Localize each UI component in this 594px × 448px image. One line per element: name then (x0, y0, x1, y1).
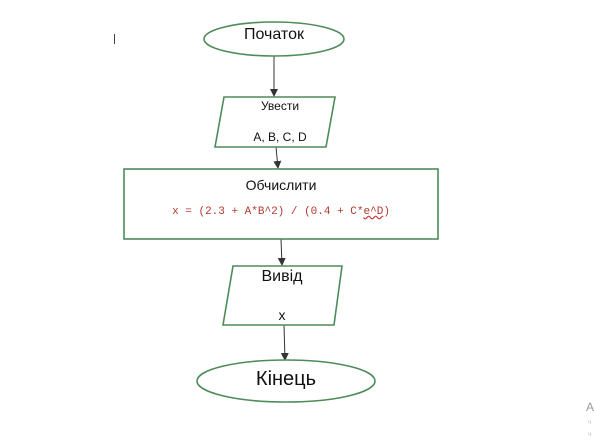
end-label: Кінець (255, 368, 317, 390)
output-var-label: x (278, 307, 286, 323)
corner-overlay-glyph-1: ч (588, 420, 592, 426)
input-vars-label: A, B, C, D (253, 130, 307, 144)
input-title-label: Увести (260, 99, 300, 113)
compute-process-box (123, 168, 439, 240)
corner-overlay-letter: A (586, 400, 594, 414)
formula-suffix: ) (383, 206, 390, 218)
formula-prefix: x = (2.3 + A*B^2) / (0.4 + C* (172, 206, 364, 218)
input-parallelogram (214, 96, 336, 148)
compute-title-label: Обчислити (245, 177, 317, 193)
arrow-output-to-end (280, 324, 289, 361)
formula-spellcheck-flagged: e^D (363, 206, 384, 218)
start-terminator (203, 21, 345, 57)
text-cursor (114, 34, 115, 44)
output-parallelogram (222, 265, 343, 326)
end-terminator (196, 359, 376, 403)
arrow-compute-to-output (277, 238, 286, 266)
output-title-label: Вивід (261, 268, 303, 285)
start-label: Початок (244, 26, 304, 43)
arrow-input-to-compute (273, 146, 282, 169)
formula-text: x = (2.3 + A*B^2) / (0.4 + C*e^D) (124, 206, 438, 218)
corner-overlay-glyph-2: ч (588, 432, 592, 438)
